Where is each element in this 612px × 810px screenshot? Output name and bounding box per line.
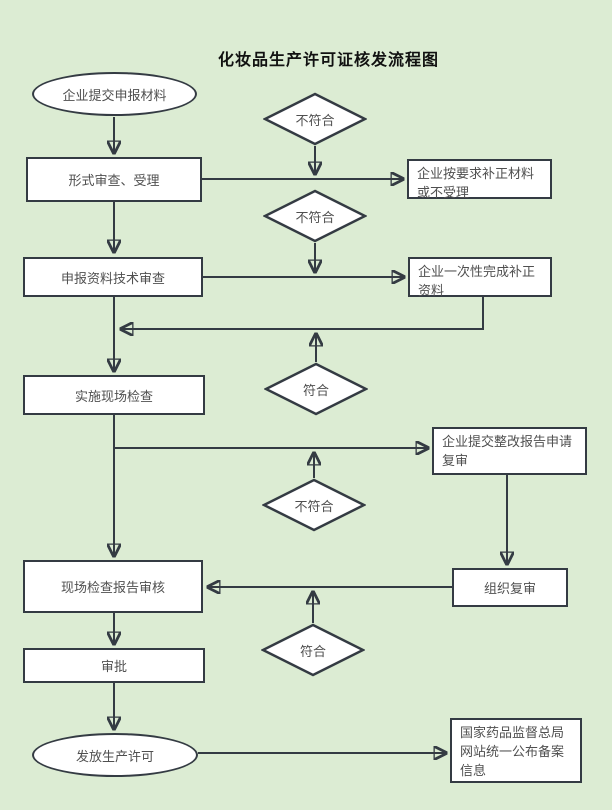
node-approval: 审批: [23, 648, 205, 683]
decision-3: 符合: [264, 362, 368, 416]
node-publish-record: 国家药品监督总局网站统一公布备案信息: [450, 718, 582, 783]
node-report-review: 现场检查报告审核: [23, 560, 203, 613]
node-one-time-correction: 企业一次性完成补正资料: [408, 257, 552, 298]
node-formal-review-label: 形式审查、受理: [68, 173, 160, 188]
node-organize-reexamination-label: 组织复审: [483, 581, 536, 596]
diamond-shape-icon: [264, 362, 368, 416]
decision-4-label: 不符合: [294, 498, 334, 514]
diamond-shape-icon: [263, 92, 367, 146]
node-correction-notice-label: 企业按要求补正材料或不受理: [417, 166, 535, 200]
decision-2: 不符合: [263, 189, 367, 243]
node-issue-license-label: 发放生产许可: [75, 748, 154, 764]
arrow-one-time-correction-feedback: [121, 297, 484, 329]
decision-3-label: 符合: [302, 382, 329, 398]
decision-5-label: 符合: [299, 643, 326, 659]
node-rectification-report-label: 企业提交整改报告申请复审: [442, 434, 573, 468]
node-site-inspection-label: 实施现场检查: [74, 388, 153, 404]
diamond-shape-icon: [261, 623, 365, 677]
node-approval-label: 审批: [100, 659, 127, 674]
decision-4: 不符合: [262, 478, 366, 532]
diamond-shape-icon: [262, 478, 366, 532]
node-organize-reexamination: 组织复审: [452, 568, 568, 607]
node-start: 企业提交申报材料: [32, 72, 197, 116]
diamond-shape-icon: [263, 189, 367, 243]
node-technical-review: 申报资料技术审查: [23, 257, 203, 297]
node-site-inspection: 实施现场检查: [23, 375, 205, 415]
node-formal-review: 形式审查、受理: [26, 157, 202, 202]
page-title: 化妆品生产许可证核发流程图: [217, 52, 439, 69]
decision-5: 符合: [261, 623, 365, 677]
node-issue-license: 发放生产许可: [32, 733, 198, 777]
node-technical-review-label: 申报资料技术审查: [60, 270, 165, 286]
decision-1: 不符合: [263, 92, 367, 146]
node-start-label: 企业提交申报材料: [62, 87, 167, 103]
node-publish-record-label: 国家药品监督总局网站统一公布备案信息: [460, 725, 565, 778]
node-one-time-correction-label: 企业一次性完成补正资料: [418, 264, 536, 298]
node-report-review-label: 现场检查报告审核: [60, 580, 165, 595]
node-correction-notice: 企业按要求补正材料或不受理: [407, 159, 552, 200]
node-rectification-report: 企业提交整改报告申请复审: [432, 427, 587, 475]
decision-2-label: 不符合: [295, 209, 335, 225]
decision-1-label: 不符合: [295, 112, 335, 128]
